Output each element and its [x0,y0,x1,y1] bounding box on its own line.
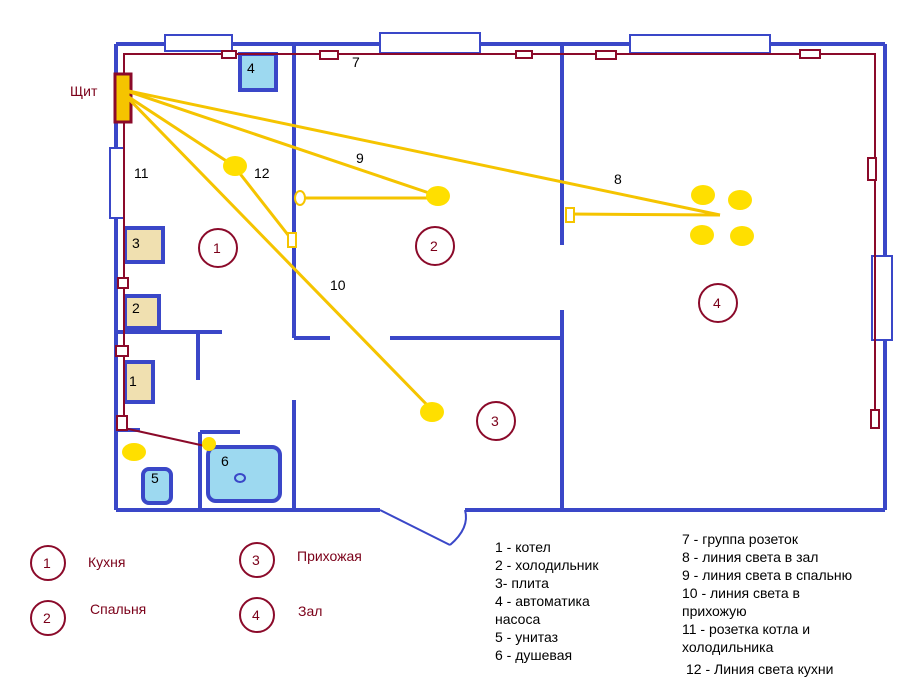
legend-item: 2 - холодильник [495,557,599,573]
line-number-10: 10 [330,277,346,293]
svg-text:Зал: Зал [298,603,322,619]
svg-text:Кухня: Кухня [88,554,125,570]
svg-text:3: 3 [491,413,499,429]
windows [109,32,893,341]
room-legend-hallway: 3 Прихожая [239,542,362,578]
legend-item: 11 - розетка котла и [682,621,811,637]
legend-item: насоса [495,611,541,627]
lights [122,156,754,461]
svg-text:4: 4 [252,607,260,623]
fixture-stove: 3 [123,226,165,264]
svg-text:1: 1 [129,373,137,389]
fixture-shower: 6 [206,445,282,503]
room-marker-kitchen: 1 [198,228,238,268]
legend-item: 12 - Линия света кухни [686,661,834,677]
line-number-8: 8 [614,171,622,187]
legend-item: прихожую [682,603,747,619]
room-legend-living: 4 Зал [239,597,322,633]
svg-text:3: 3 [132,235,140,251]
light-lines [122,88,721,412]
panel-label: Щит [70,83,98,99]
legend-item: 3- плита [495,575,549,591]
legend-item: 4 - автоматика [495,593,590,609]
switches [287,190,575,248]
legend-item: 1 - котел [495,539,551,555]
svg-text:6: 6 [221,453,229,469]
svg-text:4: 4 [247,60,255,76]
fixtures-legend: 1 - котел 2 - холодильник 3- плита 4 - а… [495,538,598,664]
room-legend-kitchen: 1 Кухня [30,545,125,581]
svg-text:1: 1 [213,240,221,256]
room-legend-bedroom: 2 Спальня [30,600,146,636]
line-number-9: 9 [356,150,364,166]
svg-text:Спальня: Спальня [90,601,146,617]
svg-text:2: 2 [43,610,51,626]
room-marker-bedroom: 2 [415,226,455,266]
svg-text:4: 4 [713,295,721,311]
legend-item: 7 - группа розеток [682,531,798,547]
socket-wiring [123,53,876,447]
sockets [115,49,880,431]
line-number-12: 12 [254,165,270,181]
fixture-pump-automation: 4 [238,52,278,92]
room-marker-living: 4 [698,283,738,323]
legend-item: холодильника [682,639,774,655]
fixture-boiler: 1 [123,360,155,404]
fixture-fridge: 2 [123,294,161,330]
svg-text:2: 2 [430,238,438,254]
svg-text:1: 1 [43,555,51,571]
legend-item: 10 - линия света в [682,585,800,601]
lines-legend: 7 - группа розеток 8 - линия света в зал… [682,530,852,678]
svg-text:3: 3 [252,552,260,568]
legend-item: 9 - линия света в спальню [682,567,853,583]
svg-text:2: 2 [132,300,140,316]
svg-text:Прихожая: Прихожая [297,548,362,564]
legend-item: 5 - унитаз [495,629,559,645]
legend-item: 6 - душевая [495,647,573,663]
room-marker-hallway: 3 [476,401,516,441]
entrance-door [379,509,467,546]
fixture-toilet: 5 [141,467,173,505]
line-number-7: 7 [352,54,360,70]
svg-text:5: 5 [151,470,159,486]
legend-item: 8 - линия света в зал [682,549,819,565]
line-number-11: 11 [134,165,149,181]
